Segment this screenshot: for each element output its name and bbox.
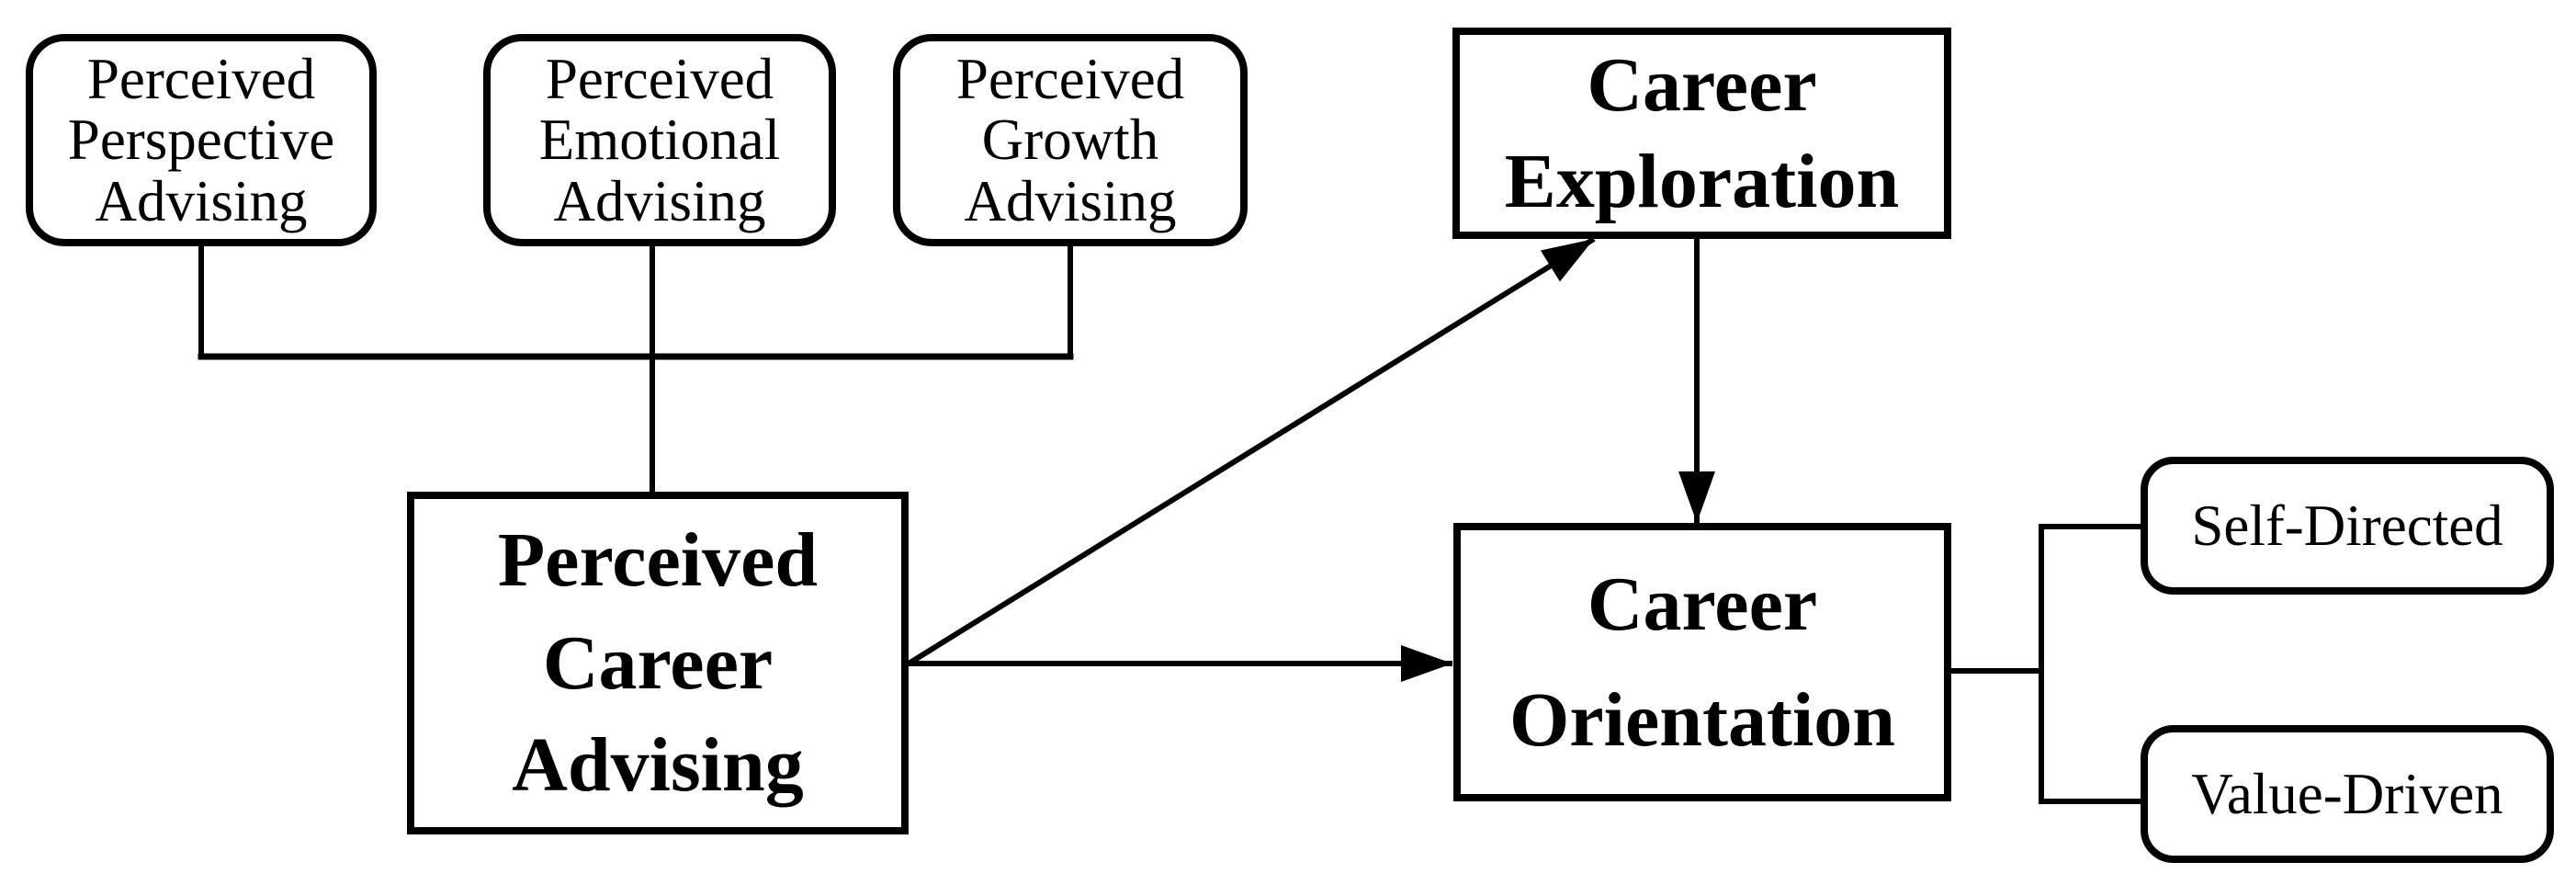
node-label-line: Perceived <box>497 516 819 603</box>
node-label-line: Perceived <box>955 47 1185 112</box>
node-career-exploration: Career Exploration <box>1452 28 1951 239</box>
node-label-line: Career <box>1587 42 1817 128</box>
edge-advising-to-exploration-arrow <box>907 236 1596 666</box>
node-label-line: Exploration <box>1504 139 1900 224</box>
node-label-line: Advising <box>553 168 766 233</box>
node-label-line: Career <box>542 619 774 706</box>
node-label-line: Perspective <box>67 108 335 173</box>
node-label-line: Career <box>1587 561 1818 647</box>
node-perceived-career-advising: Perceived Career Advising <box>407 492 909 834</box>
node-self-directed: Self-Directed <box>2141 457 2554 595</box>
node-label-line: Advising <box>512 722 804 809</box>
node-label-line: Perceived <box>86 47 316 112</box>
node-label-line: Emotional <box>538 108 781 173</box>
node-label-line: Advising <box>964 168 1177 233</box>
node-label-line: Value-Driven <box>2191 761 2503 826</box>
node-label-line: Growth <box>981 108 1159 173</box>
node-label-line: Advising <box>95 168 308 233</box>
node-label-line: Orientation <box>1509 676 1895 763</box>
node-perceived-growth-advising: Perceived Growth Advising <box>893 34 1248 246</box>
node-label-line: Self-Directed <box>2191 493 2503 558</box>
node-perceived-perspective-advising: Perceived Perspective Advising <box>26 34 377 246</box>
node-perceived-emotional-advising: Perceived Emotional Advising <box>483 34 836 246</box>
node-label-line: Perceived <box>545 47 774 112</box>
node-value-driven: Value-Driven <box>2141 725 2554 863</box>
node-career-orientation: Career Orientation <box>1453 523 1951 801</box>
